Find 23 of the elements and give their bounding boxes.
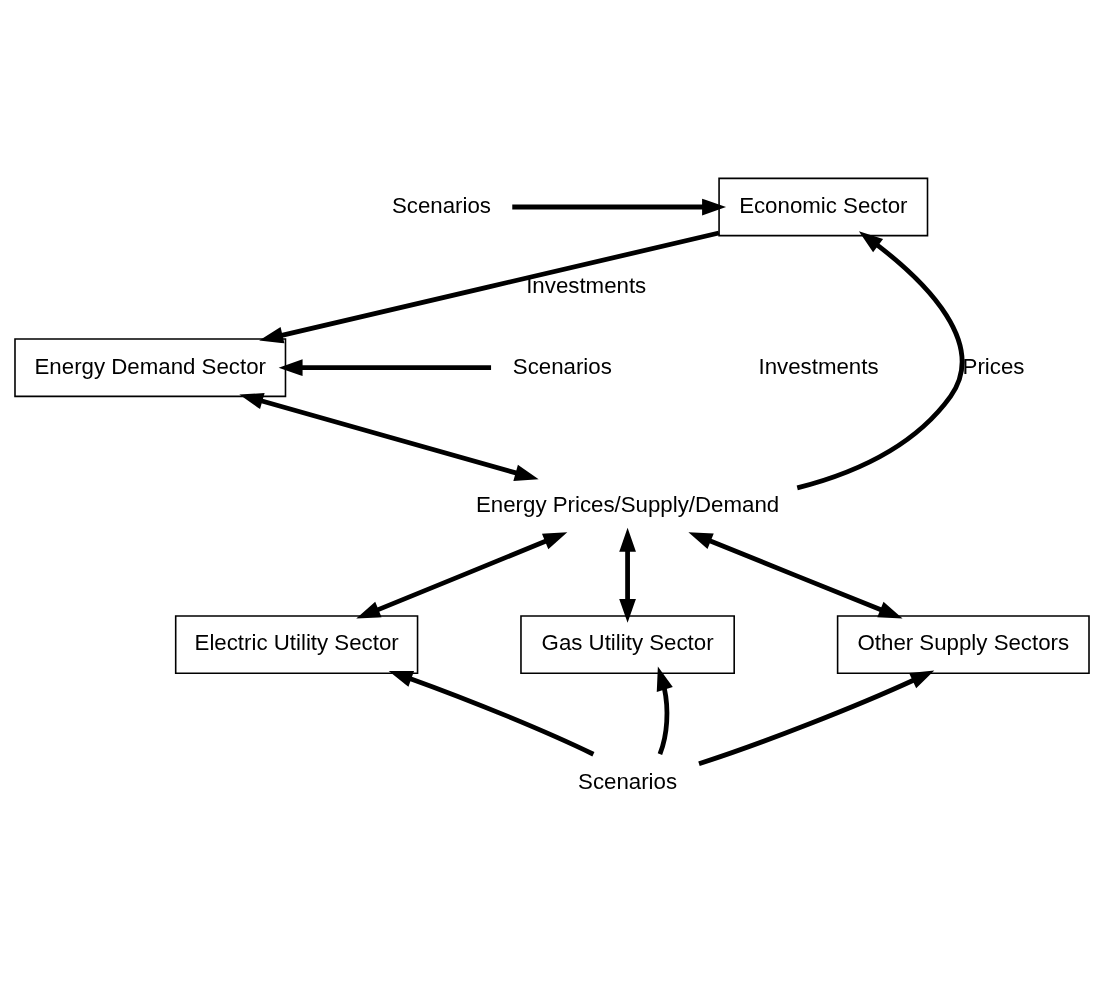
arrow (619, 527, 636, 623)
node-box: Economic Sector (718, 177, 929, 236)
node-box: Gas Utility Sector (520, 614, 735, 674)
arrow (698, 669, 935, 766)
arrow (356, 531, 568, 619)
arrow (388, 670, 595, 756)
edge-label: Prices (962, 353, 1025, 379)
arrow (656, 666, 673, 755)
node-box: Other Supply Sectors (836, 614, 1090, 674)
arrow (278, 358, 492, 376)
edge-label: Investments (526, 272, 647, 298)
node-text: Scenarios (512, 353, 612, 379)
node-text: Energy Prices/Supply/Demand (475, 491, 780, 517)
arrow (259, 230, 720, 343)
arrow (239, 392, 539, 481)
node-box: Electric Utility Sector (174, 614, 419, 674)
label: Investments (758, 353, 879, 379)
arrow (688, 531, 903, 618)
node-text: Scenarios (578, 768, 678, 794)
arrow (512, 198, 726, 215)
arrow (796, 230, 965, 490)
node-text: Scenarios (391, 192, 491, 218)
node-box: Energy Demand Sector (14, 337, 287, 397)
